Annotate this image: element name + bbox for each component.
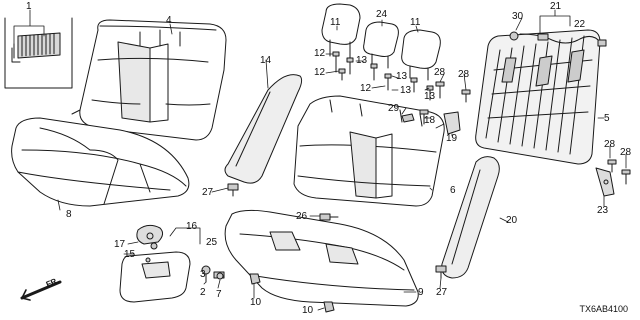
callout-26: 26 bbox=[296, 211, 308, 222]
callout-11b: 11 bbox=[410, 17, 421, 28]
callout-28d: 28 bbox=[620, 147, 632, 158]
seatback-cover-left bbox=[71, 19, 227, 141]
callout-9: 9 bbox=[418, 287, 424, 298]
diagram-code: TX6AB4100 bbox=[579, 304, 628, 314]
headrest-guides bbox=[332, 51, 434, 101]
clip-set-inset bbox=[4, 17, 73, 89]
callout-6: 6 bbox=[450, 185, 456, 196]
callout-3: 3 bbox=[200, 269, 206, 280]
headrest-right bbox=[401, 29, 441, 81]
callout-25: 25 bbox=[206, 237, 218, 248]
side-bolster-left bbox=[224, 74, 303, 184]
latch-bracket bbox=[595, 167, 615, 197]
callout-17: 17 bbox=[114, 239, 126, 250]
leader-lines bbox=[13, 9, 627, 311]
small-hardware bbox=[201, 265, 225, 283]
callout-24: 24 bbox=[376, 9, 388, 20]
callout-4: 4 bbox=[166, 15, 172, 26]
callout-27b: 27 bbox=[436, 287, 448, 298]
callout-11a: 11 bbox=[330, 17, 341, 28]
hinge-hardware bbox=[401, 109, 461, 135]
seat-harness bbox=[519, 33, 607, 47]
callout-5: 5 bbox=[604, 113, 610, 124]
seat-cushion-left bbox=[11, 117, 190, 207]
callout-23: 23 bbox=[597, 205, 609, 216]
callout-21: 21 bbox=[550, 1, 562, 12]
callout-13c: 13 bbox=[400, 85, 412, 96]
bolt-26 bbox=[319, 213, 339, 221]
seatback-frame bbox=[475, 29, 601, 165]
callout-12c: 12 bbox=[360, 83, 372, 94]
callout-2: 2 bbox=[200, 287, 206, 298]
callout-18: 18 bbox=[424, 115, 436, 126]
clips-10 bbox=[249, 273, 335, 313]
callout-8: 8 bbox=[66, 209, 72, 220]
headrest-center bbox=[363, 21, 399, 69]
callout-29: 29 bbox=[388, 103, 400, 114]
seat-cushion-right bbox=[224, 209, 419, 307]
callout-12b: 12 bbox=[314, 67, 326, 78]
callout-27a: 27 bbox=[202, 187, 214, 198]
callout-13b: 13 bbox=[396, 71, 408, 82]
callout-28a: 28 bbox=[434, 67, 446, 78]
callout-7: 7 bbox=[216, 289, 222, 300]
callout-13d: 13 bbox=[424, 91, 436, 102]
clip-set-icon bbox=[11, 32, 61, 63]
callout-20: 20 bbox=[506, 215, 518, 226]
callout-16: 16 bbox=[186, 221, 198, 232]
callout-19: 19 bbox=[446, 133, 458, 144]
callout-28c: 28 bbox=[604, 139, 616, 150]
callout-10b: 10 bbox=[302, 305, 314, 316]
callout-28b: 28 bbox=[458, 69, 470, 80]
buckle-assembly bbox=[119, 224, 191, 303]
side-bolster-right bbox=[441, 156, 500, 279]
headrest-left bbox=[321, 3, 361, 59]
callout-30: 30 bbox=[512, 11, 524, 22]
callout-12a: 12 bbox=[314, 48, 326, 59]
bolts-28 bbox=[435, 81, 631, 185]
callout-22: 22 bbox=[574, 19, 586, 30]
front-direction-arrow bbox=[20, 280, 62, 301]
callout-14: 14 bbox=[260, 55, 272, 66]
callout-15: 15 bbox=[124, 249, 136, 260]
clip-30-icon bbox=[509, 31, 519, 41]
callout-13a: 13 bbox=[356, 55, 368, 66]
callout-1: 1 bbox=[26, 1, 32, 12]
callout-10a: 10 bbox=[250, 297, 262, 308]
seatback-right bbox=[293, 95, 445, 207]
